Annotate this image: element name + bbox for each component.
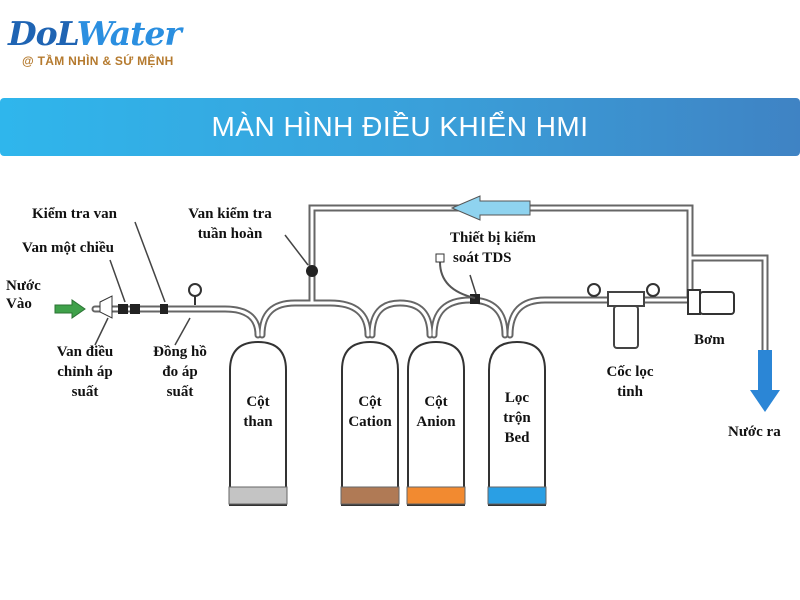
label-recirc-valve-1: Van kiểm tra [188,206,272,222]
logo-tagline: @ TẦM NHÌN & SỨ MỆNH [22,54,174,68]
logo-wordmark: DoLWater [8,14,182,53]
label-one-way-valve: Van một chiều [22,240,114,256]
label-gauge-2: đo áp [162,364,198,380]
label-tds-1: Thiết bị kiểm [450,230,536,246]
label-pressure-reg-2: chỉnh áp [57,364,113,380]
label-inlet-1: Nước [6,278,41,294]
label-check-valve-test: Kiểm tra van [32,206,117,222]
label-fine-filter-1: Cốc lọc [606,364,654,380]
label-pump: Bơm [694,332,725,348]
brand-logo[interactable]: DoLWater @ TẦM NHÌN & SỨ MỆNH [8,14,238,74]
label-tds-2: soát TDS [453,250,512,266]
label-gauge-3: suất [166,384,194,400]
label-pressure-reg-3: suất [71,384,99,400]
label-recirc-valve-2: tuần hoàn [197,226,263,242]
label-pressure-reg-1: Van điều [56,344,114,360]
water-treatment-diagram: Nước Vào Kiểm tra van Van một chiều Van … [0,180,800,595]
page-title: MÀN HÌNH ĐIỀU KHIỂN HMI [211,111,589,142]
label-inlet-2: Vào [6,296,32,312]
diagram-graphics [54,195,780,506]
label-outlet: Nước ra [728,424,781,440]
label-gauge-1: Đồng hồ [153,344,207,360]
title-banner: MÀN HÌNH ĐIỀU KHIỂN HMI [0,98,800,156]
label-fine-filter-2: tinh [617,384,643,400]
